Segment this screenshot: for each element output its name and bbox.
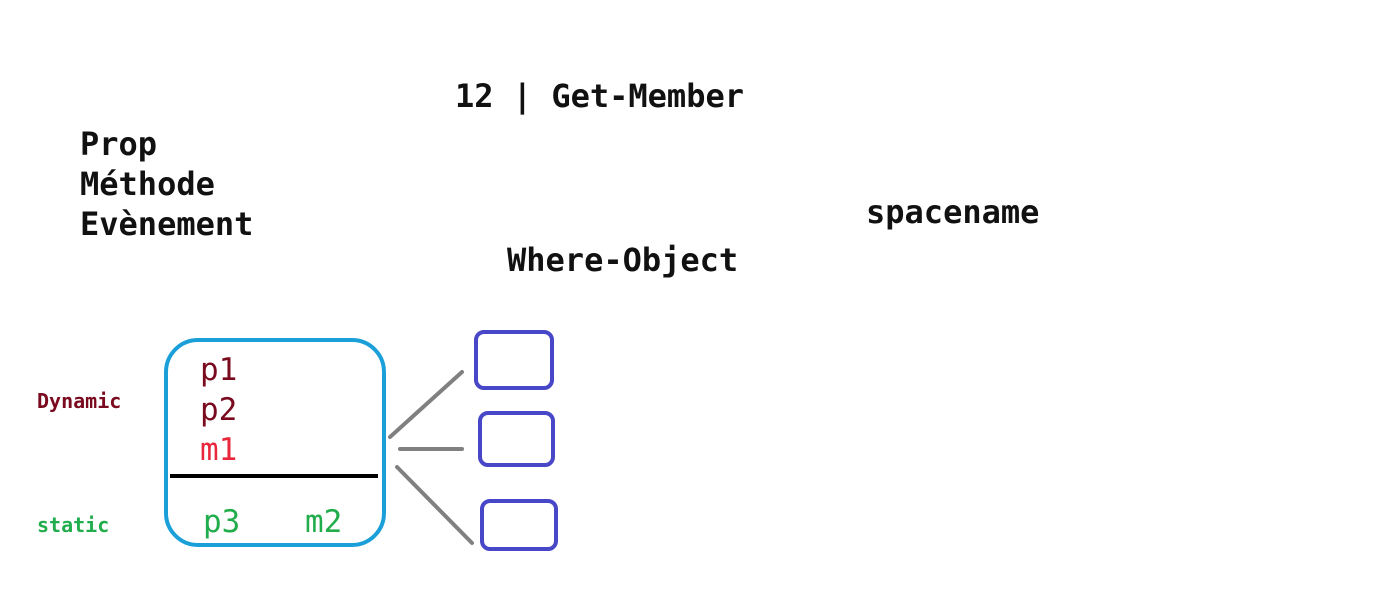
- diagram-title: 12 | Get-Member: [455, 77, 744, 115]
- member-m1: m1: [200, 432, 238, 468]
- member-kind-method: Méthode: [80, 165, 215, 203]
- connector-line-top: [388, 370, 464, 439]
- dynamic-static-divider: [170, 474, 378, 478]
- static-label: static: [37, 513, 110, 537]
- member-kind-event: Evènement: [80, 205, 254, 243]
- connector-line-bottom: [395, 465, 474, 545]
- spacename-label: spacename: [866, 193, 1040, 231]
- member-kind-prop: Prop: [80, 125, 158, 163]
- result-object-box-3: [480, 499, 558, 551]
- member-p1: p1: [200, 352, 238, 388]
- object-box: [164, 338, 386, 547]
- result-object-box-1: [474, 330, 554, 390]
- member-p2: p2: [200, 392, 238, 428]
- member-kind-list: Prop Méthode Evènement: [80, 128, 253, 248]
- member-p3: p3: [203, 504, 241, 540]
- member-m2: m2: [305, 504, 343, 540]
- dynamic-label: Dynamic: [37, 389, 122, 413]
- result-object-box-2: [478, 411, 555, 467]
- where-object-label: Where-Object: [507, 241, 739, 279]
